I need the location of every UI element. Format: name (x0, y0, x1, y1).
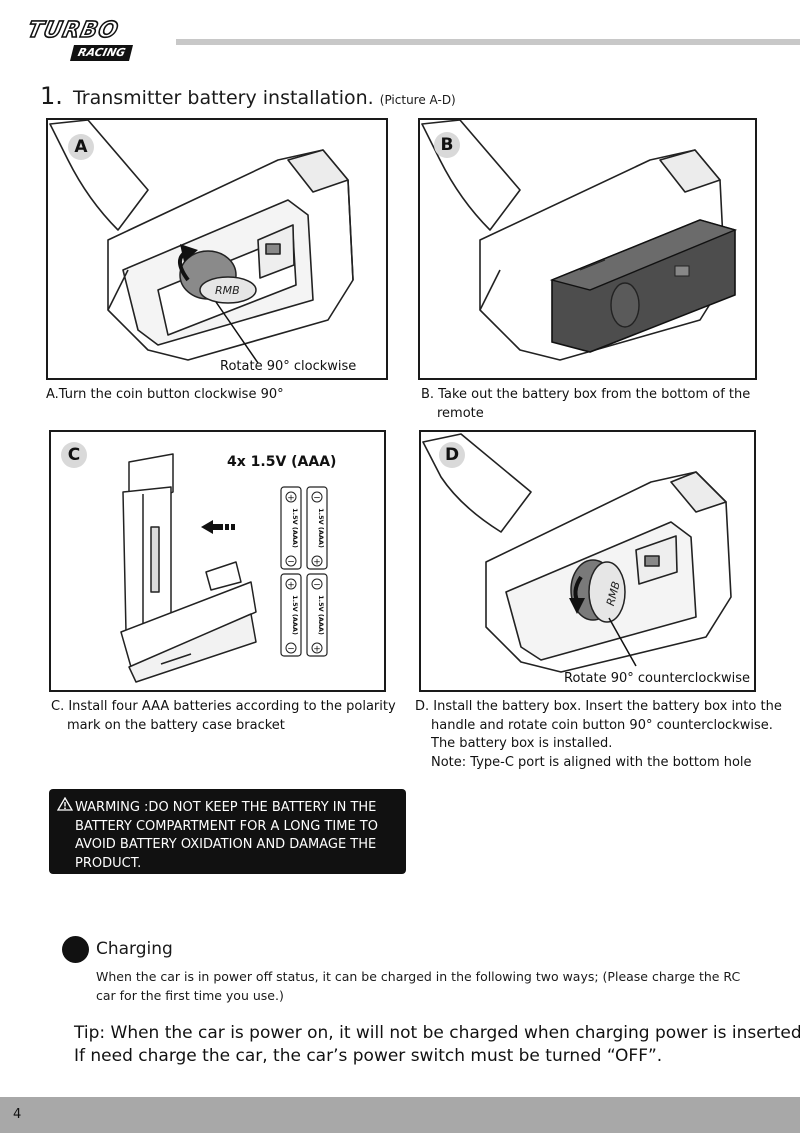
warning-line-4: PRODUCT. (75, 855, 142, 871)
cell-label: 1.5V (AAA) (317, 595, 325, 635)
illustration-panel-b: B (418, 118, 757, 380)
illustration-panel-a: RMB A Rotate 90° clockwise (46, 118, 388, 380)
battery-spec: 4x 1.5V (AAA) (227, 454, 337, 470)
panel-letter-d: D (439, 442, 465, 468)
polarity-sign: − (313, 581, 321, 591)
plus-polarity-icon (285, 491, 297, 503)
aaa-battery-cell: − +1.5V (AAA) (306, 573, 328, 657)
panel-d-instruction: Rotate 90° counterclockwise (564, 671, 751, 686)
aaa-battery-cell: + − 1.5V (AAA) (280, 573, 302, 657)
plus-polarity-icon (285, 578, 297, 590)
warning-triangle-icon (57, 797, 73, 811)
cell-label: 1.5V (AAA) (317, 508, 325, 548)
section-subtitle: (Picture A-D) (379, 93, 456, 107)
header-rule (176, 39, 800, 45)
charging-description: When the car is in power off status, it … (96, 969, 741, 1003)
warning-line-2: BATTERY COMPARTMENT FOR A LONG TIME TO (75, 818, 378, 834)
caption-c: C. Install four AAA batteries according … (51, 699, 396, 733)
illustration-panel-d: RMB D Rotate 90° counterclockwise (419, 430, 756, 692)
coin-label-d: RMB (604, 580, 623, 607)
plus-polarity-icon (311, 555, 323, 567)
brand-logo: TURBO RACING (20, 17, 160, 62)
polarity-sign: + (313, 645, 321, 655)
minus-polarity-icon (311, 491, 323, 503)
section-number: 1. (40, 82, 63, 110)
logo-wordmark-bottom: RACING (70, 45, 134, 61)
page-footer: 4 (0, 1097, 800, 1133)
caption-a: A.Turn the coin button clockwise 90° (46, 387, 284, 402)
warning-line-3: AVOID BATTERY OXIDATION AND DAMAGE THE (75, 837, 377, 852)
polarity-sign: + (287, 494, 295, 504)
filled-circle-bullet-icon (62, 936, 89, 963)
cell-label: 1.5V (AAA) (291, 595, 299, 635)
caption-b: B. Take out the battery box from the bot… (421, 387, 751, 421)
polarity-sign: − (313, 494, 321, 504)
polarity-sign: + (313, 558, 321, 568)
minus-polarity-icon (311, 578, 323, 590)
minus-polarity-icon (285, 642, 297, 654)
section-title: 1. Transmitter battery installation. (Pi… (40, 82, 456, 110)
warning-box: WARMING :DO NOT KEEP THE BATTERY IN THE … (49, 789, 406, 874)
panel-a-instruction: Rotate 90° clockwise (220, 359, 357, 374)
panel-letter-c: C (61, 442, 87, 468)
aaa-battery-cell: − +1.5V (AAA) (306, 486, 328, 570)
cell-label: 1.5V (AAA) (291, 508, 299, 548)
panel-letter-a: A (68, 134, 94, 160)
page-number: 4 (13, 1107, 22, 1122)
illustration-panel-c: + − 1.5V (AAA) − +1.5V (AAA) + − 1.5V (AAA) − +1.… (49, 430, 386, 692)
polarity-sign: + (287, 581, 295, 591)
warning-line-1: WARMING :DO NOT KEEP THE BATTERY IN THE (75, 800, 377, 815)
charging-heading: Charging (96, 939, 173, 959)
illustration-c: + − 1.5V (AAA) − +1.5V (AAA) + − 1.5V (AAA) − +1.… (120, 453, 328, 683)
coin-label-a: RMB (215, 284, 240, 297)
polarity-sign: − (287, 558, 295, 568)
left-arrow-icon (201, 520, 235, 534)
aaa-battery-cell: + − 1.5V (AAA) (280, 486, 302, 570)
minus-polarity-icon (285, 555, 297, 567)
logo-wordmark-top: TURBO (25, 17, 122, 44)
coin-button-d: RMB (570, 559, 626, 623)
illustration-a: RMB (49, 120, 354, 364)
section-heading: Transmitter battery installation. (72, 87, 374, 109)
illustration-b (421, 120, 738, 361)
coin-button-a: RMB (179, 250, 257, 304)
charging-tip: Tip: When the car is power on, it will n… (74, 1023, 800, 1066)
polarity-sign: − (287, 645, 295, 655)
illustration-d: RMB (422, 433, 732, 673)
battery-box-b (549, 219, 738, 353)
caption-d: D. Install the battery box. Insert the b… (415, 699, 782, 770)
plus-polarity-icon (311, 642, 323, 654)
panel-letter-b: B (434, 132, 460, 158)
aaa-battery-cells: + − 1.5V (AAA) − +1.5V (AAA) + − 1.5V (AAA) − +1.… (280, 486, 328, 657)
